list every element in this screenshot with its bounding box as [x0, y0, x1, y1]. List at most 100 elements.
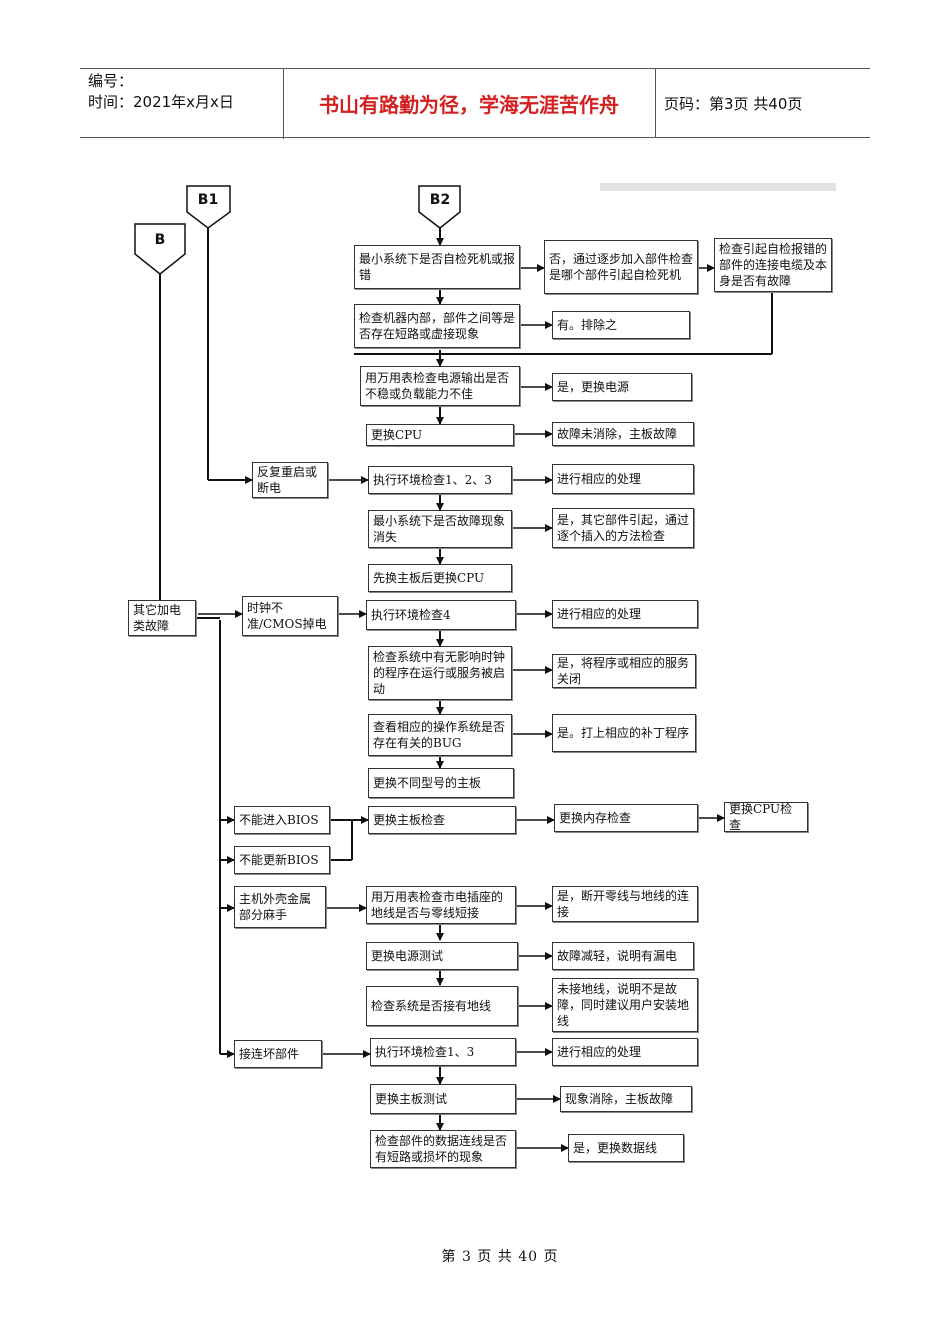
fix-short-text: 有。排除之: [557, 318, 618, 332]
gone-board-fault-box: 现象消除，主板故障: [560, 1086, 692, 1112]
psu-test-box: 更换电源测试: [366, 942, 518, 970]
replace-board-cpu-box: 先换主板后更换CPU: [368, 564, 512, 592]
min-system-post-box: 最小系统下是否自检死机或报错: [354, 245, 520, 289]
bad-connect-text: 接连坏部件: [239, 1047, 300, 1061]
handle-2-box: 进行相应的处理: [552, 600, 698, 628]
connector-b2-label: B2: [429, 192, 451, 208]
check-ground-text: 检查系统是否接有地线: [371, 999, 492, 1013]
min-system-post-text: 最小系统下是否自检死机或报错: [359, 252, 516, 282]
connector-b-shape: [134, 223, 186, 275]
handle-3-box: 进行相应的处理: [552, 1038, 698, 1066]
check-short-box: 检查机器内部，部件之间等是否存在短路或虚接现象: [354, 304, 520, 348]
header-page-info: 页码：第3页 共40页: [664, 94, 803, 113]
replace-data-cable-text: 是，更换数据线: [573, 1141, 658, 1155]
clock-box: 时钟不准/CMOS掉电: [242, 596, 338, 636]
clock-text: 时钟不准/CMOS掉电: [247, 601, 327, 631]
document-time-label: 时间：2021年x月x日: [88, 93, 234, 111]
reboot-box: 反复重启或断电: [252, 462, 328, 498]
case-shock-text: 主机外壳金属部分麻手: [239, 892, 312, 922]
connector-b1-label: B1: [197, 192, 219, 208]
check-psu-box: 用万用表检查电源输出是否不稳或负载能力不佳: [360, 366, 520, 406]
env-check-13-box: 执行环境检查1、3: [370, 1038, 516, 1066]
replace-cpu-check-box: 更换CPU检查: [724, 802, 808, 832]
header-meta: 编号： 时间：2021年x月x日: [80, 69, 284, 139]
handle-1-box: 进行相应的处理: [552, 464, 694, 494]
disconnect-text: 是，断开零线与地线的连接: [557, 889, 690, 919]
replace-model-text: 更换不同型号的主板: [373, 776, 482, 790]
other-fault-text: 其它加电类故障: [133, 603, 182, 633]
connector-b-label: B: [154, 232, 166, 248]
check-data-cable-box: 检查部件的数据连线是否有短路或损坏的现象: [370, 1130, 516, 1168]
replace-data-cable-box: 是，更换数据线: [568, 1134, 684, 1162]
leakage-text: 故障减轻，说明有漏电: [557, 949, 678, 963]
no-ground-box: 未接地线，说明不是故障，同时建议用户安装地线: [552, 978, 698, 1032]
check-psu-text: 用万用表检查电源输出是否不稳或负载能力不佳: [365, 371, 510, 401]
check-short-text: 检查机器内部，部件之间等是否存在短路或虚接现象: [359, 311, 516, 341]
connector-b1-shape: [186, 185, 231, 229]
handle-3-text: 进行相应的处理: [557, 1045, 642, 1059]
no-bios-text: 不能进入BIOS: [239, 813, 319, 827]
replace-mem-check-text: 更换内存检查: [559, 811, 632, 825]
handle-2-text: 进行相应的处理: [557, 607, 642, 621]
env-check-13-text: 执行环境检查1、3: [375, 1045, 475, 1059]
connector-b2-shape: [418, 185, 461, 229]
check-os-bug-text: 查看相应的操作系统是否存在有关的BUG: [373, 720, 506, 750]
check-data-cable-text: 检查部件的数据连线是否有短路或损坏的现象: [375, 1134, 508, 1164]
replace-psu-box: 是，更换电源: [552, 373, 692, 401]
reboot-text: 反复重启或断电: [257, 465, 318, 495]
check-ground-box: 检查系统是否接有地线: [366, 986, 518, 1026]
board-test-box: 更换主板测试: [370, 1084, 516, 1114]
other-part-text: 是，其它部件引起，通过逐个插入的方法检查: [557, 513, 690, 543]
env-check-4-box: 执行环境检查4: [366, 600, 516, 630]
handle-1-text: 进行相应的处理: [557, 472, 642, 486]
env-check-4-text: 执行环境检查4: [371, 608, 451, 622]
replace-board-check-text: 更换主板检查: [373, 813, 446, 827]
replace-model-box: 更换不同型号的主板: [368, 768, 514, 798]
replace-mem-check-box: 更换内存检查: [554, 804, 698, 832]
leakage-box: 故障减轻，说明有漏电: [552, 942, 694, 970]
check-cable-text: 检查引起自检报错的部件的连接电缆及本身是否有故障: [719, 242, 828, 288]
board-fault-box: 故障未消除，主板故障: [552, 422, 694, 446]
env-check-123-box: 执行环境检查1、2、3: [368, 466, 512, 494]
other-fault-box: 其它加电类故障: [128, 600, 196, 636]
no-bios-box: 不能进入BIOS: [234, 806, 330, 834]
bad-connect-box: 接连坏部件: [234, 1040, 322, 1068]
check-outlet-box: 用万用表检查市电插座的地线是否与零线短接: [366, 886, 516, 924]
fix-short-box: 有。排除之: [552, 311, 690, 339]
psu-test-text: 更换电源测试: [371, 949, 444, 963]
replace-board-check-box: 更换主板检查: [368, 806, 516, 834]
add-parts-text: 否，通过逐步加入部件检查是哪个部件引起自检死机: [549, 252, 694, 282]
board-fault-text: 故障未消除，主板故障: [557, 427, 678, 441]
other-part-box: 是，其它部件引起，通过逐个插入的方法检查: [552, 508, 694, 548]
no-bios-update-text: 不能更新BIOS: [239, 853, 319, 867]
env-check-123-text: 执行环境检查1、2、3: [373, 473, 492, 487]
no-bios-update-box: 不能更新BIOS: [234, 846, 330, 874]
replace-cpu-box: 更换CPU: [366, 424, 514, 446]
replace-psu-text: 是，更换电源: [557, 380, 630, 394]
replace-cpu-text: 更换CPU: [371, 428, 423, 442]
check-outlet-text: 用万用表检查市电插座的地线是否与零线短接: [371, 890, 504, 920]
min-system-gone-text: 最小系统下是否故障现象消失: [373, 514, 506, 544]
close-service-text: 是，将程序或相应的服务关闭: [557, 656, 690, 686]
header-motto: 书山有路勤为径，学海无涯苦作舟: [283, 69, 656, 137]
min-system-gone-box: 最小系统下是否故障现象消失: [368, 510, 512, 548]
replace-board-cpu-text: 先换主板后更换CPU: [373, 571, 485, 585]
check-os-bug-box: 查看相应的操作系统是否存在有关的BUG: [368, 714, 512, 756]
case-shock-box: 主机外壳金属部分麻手: [234, 886, 326, 928]
close-service-box: 是，将程序或相应的服务关闭: [552, 654, 696, 688]
add-parts-box: 否，通过逐步加入部件检查是哪个部件引起自检死机: [544, 240, 698, 294]
patch-box: 是。打上相应的补丁程序: [552, 714, 696, 752]
check-cable-box: 检查引起自检报错的部件的连接电缆及本身是否有故障: [714, 238, 832, 292]
board-test-text: 更换主板测试: [375, 1092, 448, 1106]
disconnect-box: 是，断开零线与地线的连接: [552, 886, 698, 922]
page-header: 编号： 时间：2021年x月x日 书山有路勤为径，学海无涯苦作舟 页码：第3页 …: [80, 68, 870, 139]
replace-cpu-check-text: 更换CPU检查: [729, 802, 793, 832]
document-number-label: 编号：: [88, 72, 134, 90]
check-programs-text: 检查系统中有无影响时钟的程序在运行或服务被启动: [373, 650, 506, 696]
patch-text: 是。打上相应的补丁程序: [557, 726, 690, 740]
no-ground-text: 未接地线，说明不是故障，同时建议用户安装地线: [557, 982, 690, 1028]
page-footer: 第 3 页 共 40 页: [441, 1249, 559, 1265]
gone-board-fault-text: 现象消除，主板故障: [565, 1092, 674, 1106]
check-programs-box: 检查系统中有无影响时钟的程序在运行或服务被启动: [368, 646, 512, 700]
